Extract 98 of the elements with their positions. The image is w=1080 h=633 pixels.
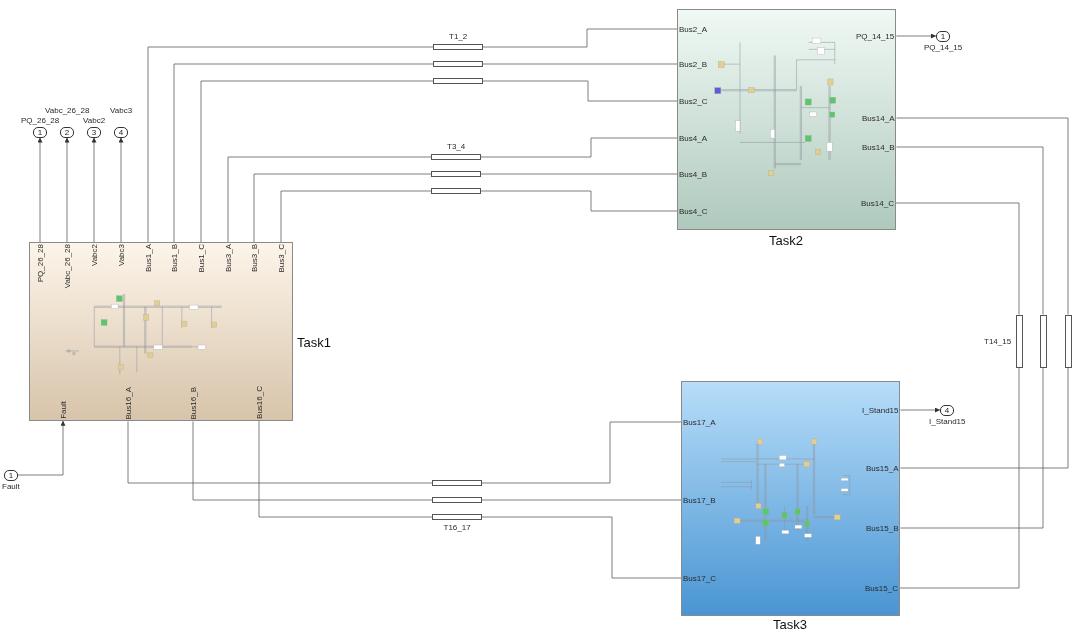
port-number: 4 bbox=[944, 405, 950, 415]
port-label: Vabc3 bbox=[116, 242, 126, 269]
outport-block bbox=[114, 126, 128, 138]
connector-line bbox=[480, 137, 678, 158]
outport-block bbox=[940, 404, 954, 416]
transmission-line-block bbox=[1064, 314, 1072, 368]
port-label: Bus1_A bbox=[143, 242, 153, 275]
port-name: PQ_14_15 bbox=[924, 43, 963, 52]
connector-line bbox=[481, 516, 682, 579]
port-label: Vabc_26_28 bbox=[62, 242, 72, 291]
port-number: 2 bbox=[64, 127, 70, 137]
subsystem-block bbox=[29, 242, 293, 421]
transmission-line-block bbox=[1039, 314, 1047, 368]
transmission-line-block bbox=[432, 514, 482, 520]
port-label: Bus4_A bbox=[677, 133, 710, 143]
port-label: Bus3_B bbox=[249, 242, 259, 275]
connector-line bbox=[200, 80, 434, 243]
outport-block bbox=[87, 126, 101, 138]
port-name: Vabc_26_28 bbox=[45, 106, 90, 115]
port-label: Fault bbox=[58, 399, 68, 421]
port-name: Vabc3 bbox=[110, 106, 133, 115]
port-label: Bus15_A bbox=[864, 463, 901, 473]
port-number: 1 bbox=[37, 127, 43, 137]
port-name: PQ_26_28 bbox=[21, 116, 60, 125]
port-label: Bus17_C bbox=[681, 573, 718, 583]
port-label: Bus16_A bbox=[123, 385, 133, 422]
port-label: Bus16_C bbox=[254, 384, 264, 421]
connector-line bbox=[127, 421, 433, 484]
subsystem-block bbox=[681, 381, 900, 616]
port-label: Bus4_C bbox=[677, 206, 710, 216]
transmission-line-block bbox=[1015, 314, 1023, 368]
connector-line bbox=[481, 499, 682, 501]
port-label: PQ_26_28 bbox=[35, 242, 45, 285]
port-label: Bus17_A bbox=[681, 417, 718, 427]
connector-line bbox=[482, 63, 678, 65]
block-title: Task1 bbox=[297, 335, 331, 349]
connector-line bbox=[253, 173, 432, 243]
port-name: Fault bbox=[2, 482, 20, 491]
transmission-line-block bbox=[431, 188, 481, 194]
block-title: Task3 bbox=[773, 618, 807, 631]
port-label: Bus16_B bbox=[188, 385, 198, 422]
port-name: I_Stand15 bbox=[929, 417, 966, 426]
connector-line bbox=[895, 202, 1020, 315]
transmission-line-block bbox=[432, 480, 482, 486]
connector-line bbox=[481, 421, 682, 484]
connector-line bbox=[480, 190, 678, 212]
line-label: T16_17 bbox=[443, 523, 471, 532]
transmission-line-block bbox=[433, 61, 483, 67]
connector-line bbox=[896, 117, 1069, 315]
line-label: T14_15 bbox=[984, 336, 1012, 346]
subsystem-block bbox=[677, 9, 896, 230]
connector-line bbox=[227, 156, 432, 243]
port-label: Bus17_B bbox=[681, 495, 718, 505]
port-label: Bus3_C bbox=[276, 242, 286, 275]
port-label: Bus2_A bbox=[677, 24, 710, 34]
port-label: Bus14_A bbox=[860, 113, 897, 123]
connector-line bbox=[147, 46, 434, 243]
connector-line bbox=[896, 146, 1044, 315]
port-number: 3 bbox=[91, 127, 97, 137]
transmission-line-block bbox=[433, 78, 483, 84]
port-name: Vabc2 bbox=[83, 116, 106, 125]
line-label: T1_2 bbox=[449, 32, 468, 41]
connector-line bbox=[280, 190, 432, 243]
port-label: Bus4_B bbox=[677, 169, 710, 179]
connector-line bbox=[900, 367, 1044, 529]
outport-block bbox=[60, 126, 74, 138]
transmission-line-block bbox=[431, 154, 481, 160]
port-label: I_Stand15 bbox=[860, 405, 901, 415]
port-label: Bus2_C bbox=[677, 96, 710, 106]
connector-line bbox=[192, 421, 433, 501]
port-label: Bus2_B bbox=[677, 59, 710, 69]
port-label: Bus3_A bbox=[223, 242, 233, 275]
outport-block bbox=[33, 126, 47, 138]
connector-line bbox=[482, 28, 678, 48]
port-label: Bus1_C bbox=[196, 242, 206, 275]
port-number: 1 bbox=[940, 31, 946, 41]
port-label: Vabc2 bbox=[89, 242, 99, 269]
outport-block bbox=[936, 30, 950, 42]
connector-line bbox=[480, 173, 678, 175]
inport-block bbox=[4, 469, 18, 481]
transmission-line-block bbox=[433, 44, 483, 50]
connector-line bbox=[482, 80, 678, 102]
port-number: 4 bbox=[118, 127, 124, 137]
port-label: Bus15_B bbox=[864, 523, 901, 533]
line-label: T3_4 bbox=[447, 142, 466, 151]
connector-line bbox=[900, 367, 1069, 469]
port-number: 1 bbox=[8, 470, 14, 480]
connector-line bbox=[173, 63, 434, 243]
port-label: PQ_14_15 bbox=[854, 31, 897, 41]
transmission-line-block bbox=[431, 171, 481, 177]
port-label: Bus14_C bbox=[859, 198, 896, 208]
connector-line bbox=[258, 420, 433, 518]
port-label: Bus14_B bbox=[860, 142, 897, 152]
transmission-line-block bbox=[432, 497, 482, 503]
port-label: Bus1_B bbox=[169, 242, 179, 275]
block-title: Task2 bbox=[769, 234, 803, 247]
port-label: Bus15_C bbox=[863, 583, 900, 593]
connector-line bbox=[899, 367, 1020, 589]
